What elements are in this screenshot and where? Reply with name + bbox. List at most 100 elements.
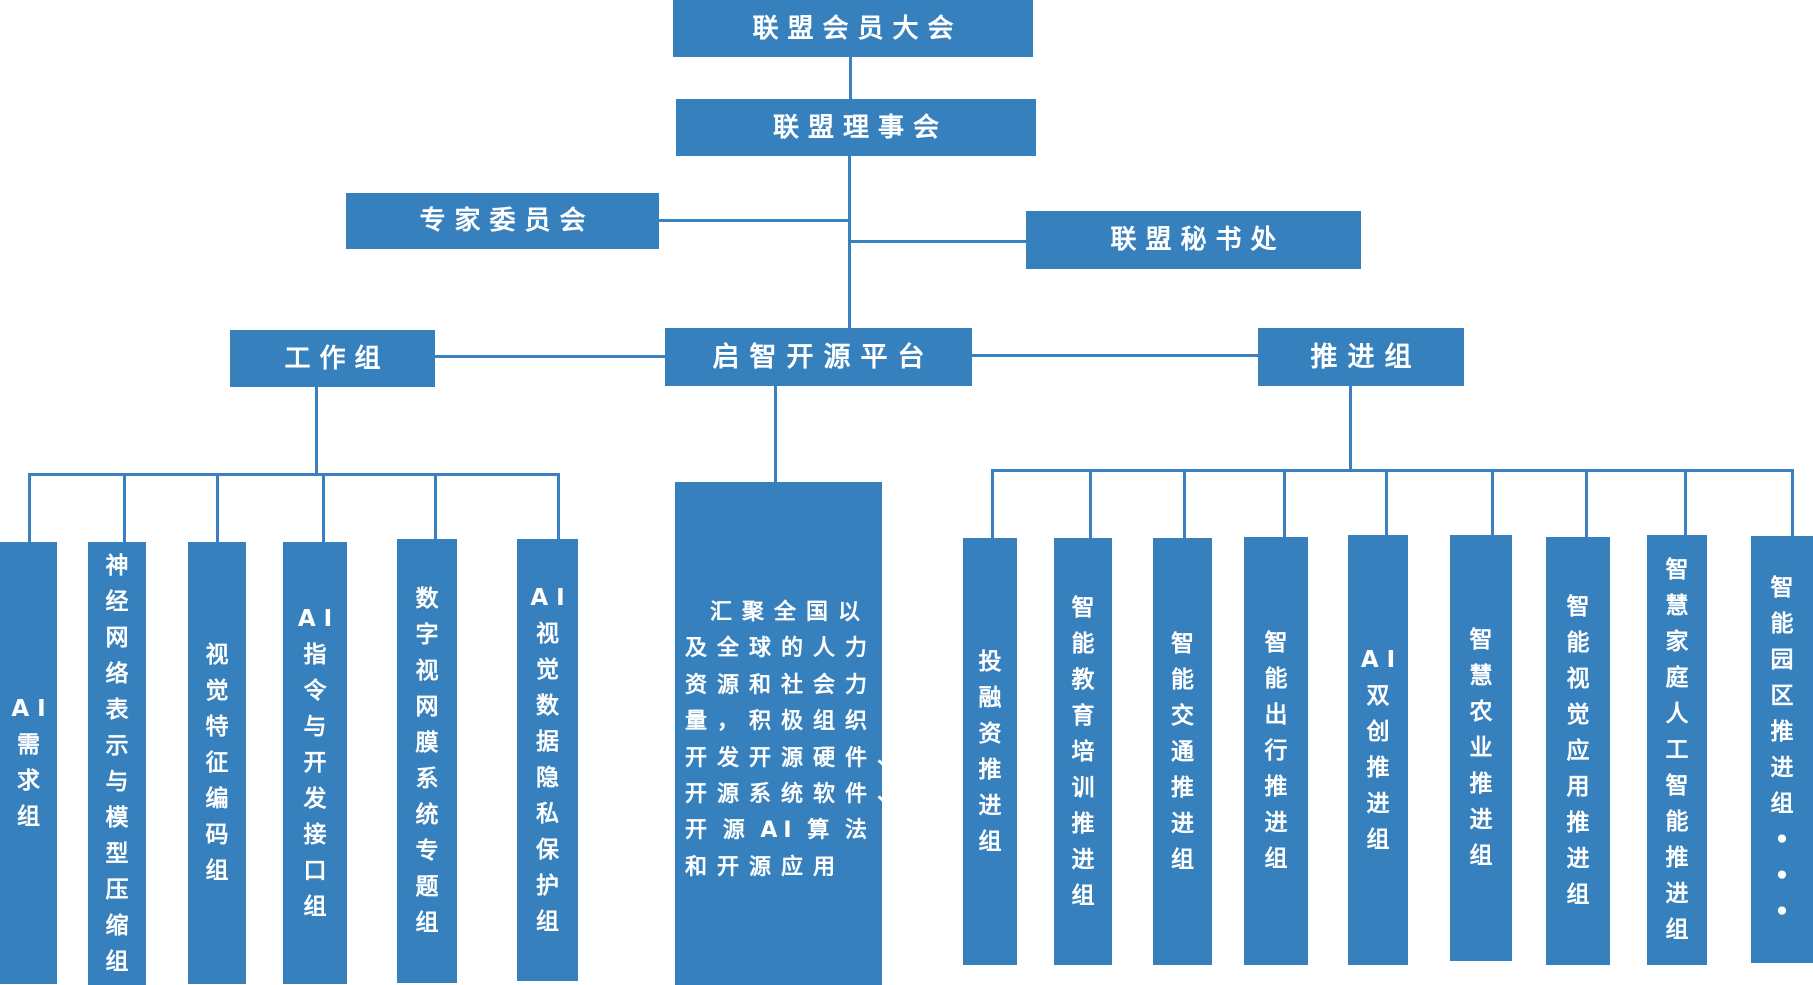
label-glyph: 用 — [1566, 774, 1590, 800]
label-glyph: 能 — [1171, 666, 1194, 693]
label-glyph: 能 — [1770, 610, 1794, 637]
label-glyph: 压 — [105, 876, 129, 903]
node-label: 专家委员会 — [419, 206, 595, 236]
promotion-group-mobility: 智能出行推进组 — [1244, 537, 1308, 965]
label-glyph: 模 — [105, 804, 129, 831]
promotion-drop-5 — [1385, 469, 1388, 535]
label-glyph: 题 — [415, 874, 439, 900]
label-glyph: 推 — [1770, 718, 1794, 745]
label-glyph: 视 — [535, 621, 559, 647]
node-promotion-groups: 推进组 — [1258, 328, 1464, 386]
label-glyph: 推 — [1566, 810, 1590, 836]
platform-description: 汇聚全国以 及全球的人力 资源和社会力 量，积极组织 开发开源硬件、 开源系统软… — [685, 595, 910, 886]
group-label: 智慧家庭人工智能推进组 — [1666, 552, 1689, 948]
label-glyph: 进 — [1770, 754, 1794, 781]
label-glyph: 组 — [1665, 917, 1689, 943]
label-glyph: 数 — [415, 586, 439, 612]
label-glyph: 组 — [16, 804, 40, 830]
group-label: 数字视网膜系统专题组 — [416, 581, 439, 941]
label-glyph: 据 — [535, 729, 559, 755]
label-glyph: 组 — [1366, 827, 1390, 853]
label-glyph: 网 — [415, 694, 439, 720]
label-glyph: 膜 — [415, 730, 439, 756]
node-label: 联盟会员大会 — [752, 13, 963, 44]
group-label: 视觉特征编码组 — [206, 637, 229, 889]
node-label: 推进组 — [1310, 341, 1422, 373]
label-glyph: 编 — [205, 786, 229, 812]
working-drop-6 — [557, 473, 560, 539]
label-glyph: 组 — [1770, 790, 1794, 817]
label-glyph: 进 — [1171, 810, 1194, 837]
description-line: 开源AI算法 — [685, 818, 873, 844]
label-glyph: 视 — [1566, 666, 1590, 692]
label-glyph: 推 — [1071, 810, 1095, 837]
description-line: 汇聚全国以 — [710, 600, 871, 625]
group-label: 投融资推进组 — [979, 644, 1002, 860]
description-line: 开发开源硬件、 — [685, 745, 910, 771]
label-glyph: 组 — [105, 948, 129, 975]
description-line: 资源和社会力 — [685, 672, 878, 698]
node-label: 工作组 — [284, 343, 390, 374]
label-glyph: 能 — [1264, 666, 1288, 692]
label-glyph: 码 — [205, 822, 229, 848]
label-glyph: 进 — [1566, 846, 1590, 872]
label-glyph: AI — [297, 606, 341, 632]
label-glyph: 私 — [535, 801, 559, 827]
label-glyph: 组 — [303, 894, 327, 920]
label-glyph: 特 — [205, 714, 229, 740]
group-label: 神经网络表示与模型压缩组 — [106, 548, 129, 980]
label-glyph: 推 — [1366, 755, 1390, 781]
connector-platform-promotion — [972, 354, 1258, 357]
label-glyph: 农 — [1469, 699, 1493, 725]
label-glyph: 进 — [1665, 881, 1689, 907]
promotion-drop-9 — [1791, 469, 1794, 536]
label-glyph: 视 — [415, 658, 439, 684]
group-label: 智能教育培训推进组 — [1072, 590, 1095, 914]
label-glyph: 智 — [1264, 630, 1288, 656]
label-glyph: 隐 — [535, 765, 559, 791]
label-glyph: 型 — [105, 840, 129, 867]
promotion-drop-8 — [1684, 469, 1687, 535]
promotion-group-vision-application: 智能视觉应用推进组 — [1546, 537, 1610, 965]
label-glyph: 能 — [1566, 630, 1590, 656]
label-glyph: 训 — [1071, 774, 1095, 801]
node-secretariat: 联盟秘书处 — [1026, 211, 1361, 269]
label-glyph: 应 — [1566, 738, 1590, 764]
label-glyph: 推 — [1665, 845, 1689, 871]
label-glyph: 求 — [16, 768, 40, 794]
label-glyph: 表 — [105, 696, 129, 723]
connector-assembly-council — [849, 57, 852, 99]
working-drop-3 — [216, 473, 219, 542]
label-glyph: 组 — [1171, 846, 1194, 873]
label-glyph: AI — [11, 696, 54, 722]
description-line: 量，积极组织 — [685, 709, 878, 735]
label-glyph: 智 — [1071, 594, 1095, 621]
label-glyph: 经 — [105, 588, 129, 615]
label-glyph: 智 — [1665, 557, 1689, 583]
label-glyph: 组 — [535, 909, 559, 935]
label-glyph: 保 — [535, 837, 559, 863]
label-glyph: 区 — [1770, 682, 1794, 709]
node-general-assembly: 联盟会员大会 — [673, 0, 1033, 57]
working-group-ai-requirements: AI 需求组 — [0, 542, 57, 984]
label-glyph: 慧 — [1665, 593, 1689, 619]
label-glyph: 双 — [1366, 683, 1390, 709]
label-glyph: 需 — [16, 732, 40, 758]
working-group-visual-feature-coding: 视觉特征编码组 — [188, 542, 246, 984]
label-glyph: 统 — [415, 802, 439, 828]
label-glyph: 专 — [415, 838, 439, 864]
label-glyph: 字 — [415, 622, 439, 648]
label-glyph: 家 — [1665, 629, 1689, 655]
working-group-nn-compression: 神经网络表示与模型压缩组 — [88, 542, 146, 985]
node-label: 联盟理事会 — [772, 112, 948, 143]
label-glyph: 工 — [1665, 737, 1689, 763]
label-glyph: 进 — [1264, 810, 1288, 836]
label-glyph: AI — [1360, 647, 1404, 673]
label-glyph: 业 — [1469, 735, 1493, 761]
working-drop-4 — [322, 473, 325, 542]
label-glyph: 接 — [303, 822, 327, 848]
group-label: 智能园区推进组••• — [1771, 570, 1794, 930]
node-council: 联盟理事会 — [676, 99, 1036, 156]
